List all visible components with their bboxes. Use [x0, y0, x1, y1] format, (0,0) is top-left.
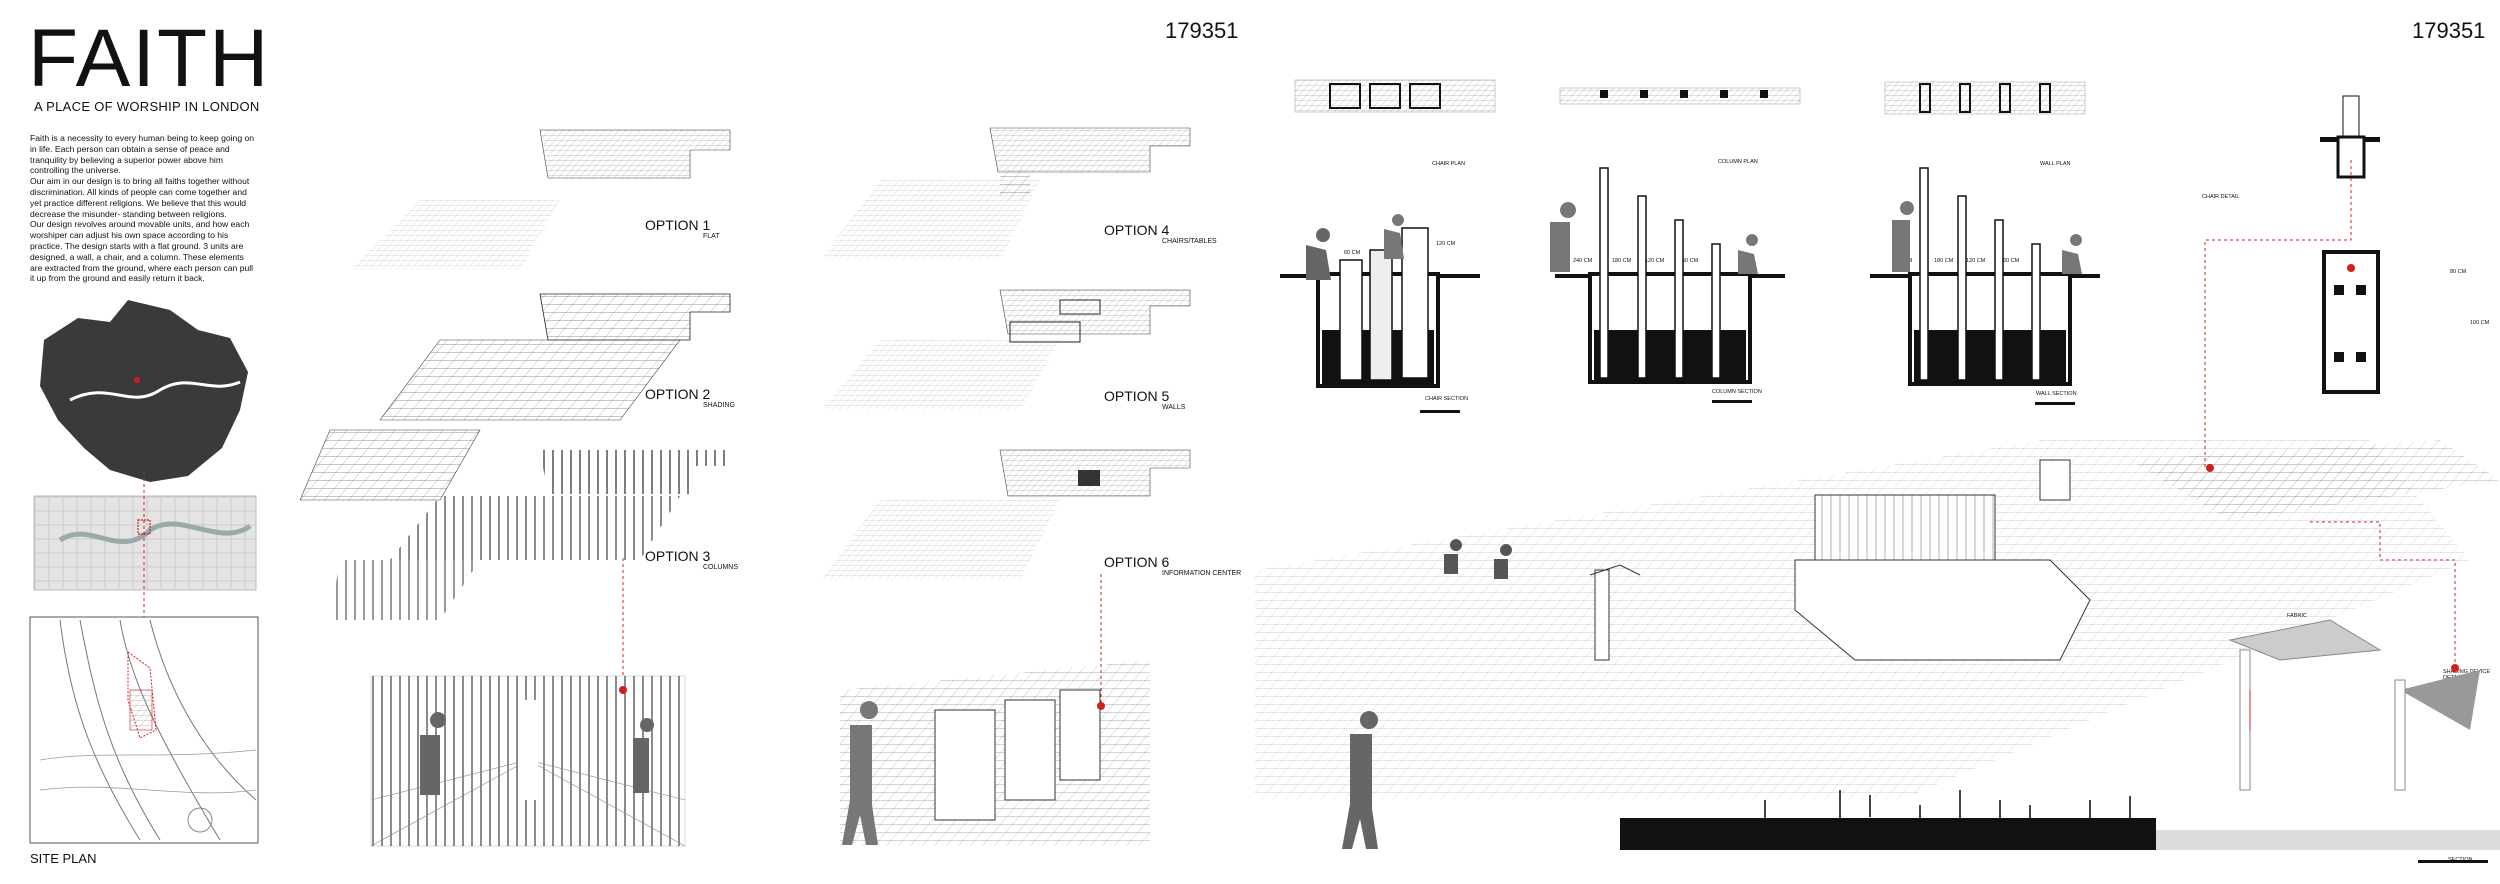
board-title: FAITH: [28, 13, 271, 104]
dim-240-column: 240 CM: [1573, 258, 1593, 264]
dim-120-chair: 120 CM: [1436, 241, 1456, 247]
chair-section-label: CHAIR SECTION: [1425, 396, 1469, 402]
wall-plan-label: WALL PLAN: [2040, 161, 2071, 167]
column-plan-label: COLUMN PLAN: [1718, 159, 1758, 165]
wall-section-label: WALL SECTION: [2036, 391, 2077, 397]
option-5-walls-drawing: [820, 289, 1191, 410]
option-2-shading-drawing: [299, 293, 731, 501]
chair-plan-drawing: [1294, 79, 1496, 113]
shading-device-detail: [2228, 619, 2480, 791]
dim-120-column: 120 CM: [1645, 258, 1665, 264]
column-section-label: COLUMN SECTION: [1712, 389, 1762, 395]
option-6-info-center-drawing: [820, 449, 1191, 580]
column-section-drawing: [1550, 167, 1785, 403]
student-number-right: 179351: [2412, 18, 2486, 43]
dim-60-column: 60 CM: [1682, 258, 1699, 264]
dim-180-wall: 180 CM: [1934, 258, 1954, 264]
dim-60-wall: 60 CM: [2003, 258, 2020, 264]
board-subtitle: A PLACE OF WORSHIP IN LONDON: [34, 99, 260, 114]
option-3-columns-drawing: [330, 450, 730, 620]
chair-detail-label: CHAIR DETAIL: [2202, 194, 2240, 200]
columns-perspective: [370, 675, 686, 847]
dim-60-chair: 60 CM: [1344, 250, 1361, 256]
wall-section-drawing: [1870, 167, 2100, 405]
option-1-flat-drawing: [350, 129, 731, 270]
site-plan-drawing: [29, 616, 259, 844]
site-plan-label: SITE PLAN: [30, 851, 97, 866]
dim-180-column: 180 CM: [1612, 258, 1632, 264]
column-plan-drawing: [1559, 87, 1801, 105]
main-perspective: [1255, 440, 2500, 849]
dim-100-detail: 100 CM: [2470, 320, 2490, 326]
info-center-perspective: [840, 660, 1150, 846]
chair-detail-drawing: [2204, 95, 2380, 470]
dim-120-wall: 120 CM: [1966, 258, 1986, 264]
site-section-strip: [1620, 790, 2500, 863]
london-map: [40, 300, 248, 482]
student-number-left: 179351: [1165, 18, 1239, 43]
wall-plan-drawing: [1884, 81, 2086, 115]
option-4-chairs-drawing: [820, 127, 1191, 260]
dim-80-detail: 80 CM: [2450, 269, 2467, 275]
chair-plan-label: CHAIR PLAN: [1432, 161, 1466, 167]
intro-text: Faith is a necessity to every human bein…: [30, 133, 255, 284]
chair-section-drawing: [1280, 214, 1480, 413]
